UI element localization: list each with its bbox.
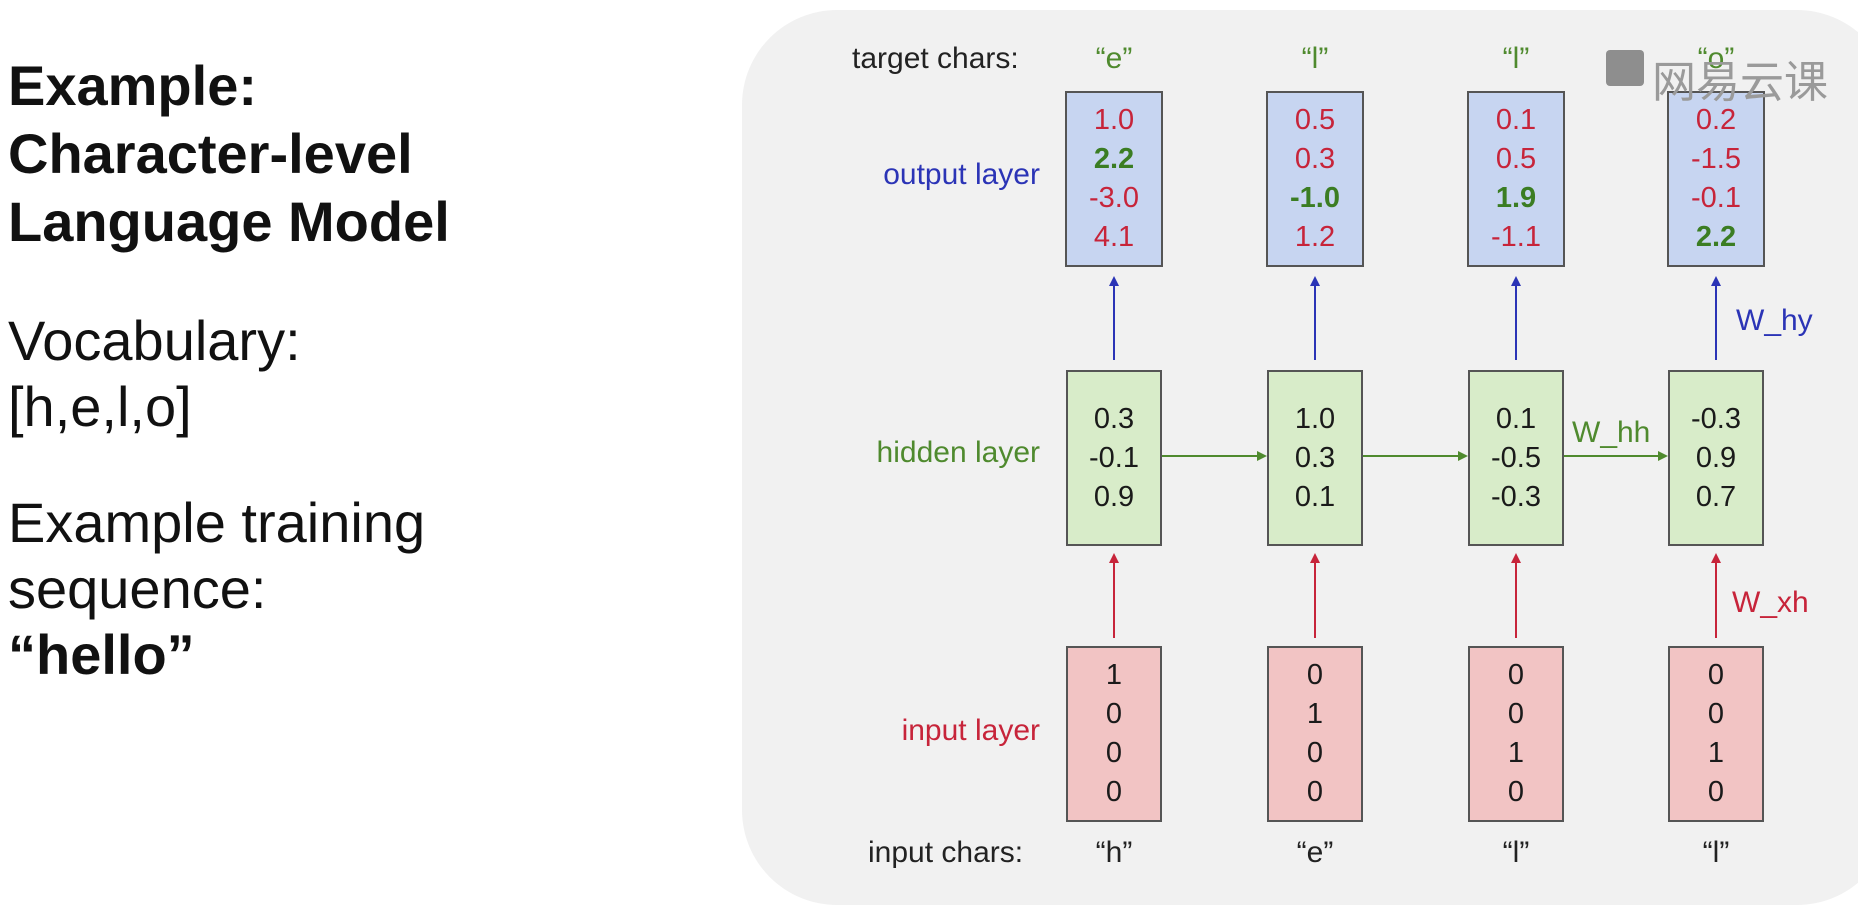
input-value: 0 [1306, 776, 1324, 808]
output-box: 0.5 0.3 -1.0 1.2 [1266, 91, 1364, 267]
input-value: 0 [1707, 659, 1725, 691]
input-char: “l” [1502, 836, 1530, 869]
vocabulary: Vocabulary: [h,e,l,o] [8, 308, 628, 440]
hidden-value: 1.0 [1294, 402, 1336, 435]
target-chars-label: target chars: [852, 42, 1019, 75]
input-char: “h” [1095, 836, 1133, 869]
hidden-value: 0.3 [1294, 441, 1336, 474]
title-line-3: Language Model [8, 190, 450, 253]
output-value: -1.0 [1290, 182, 1340, 214]
hidden-value: 0.9 [1695, 441, 1737, 474]
watermark-logo-icon [1606, 50, 1644, 86]
output-value: 1.9 [1495, 182, 1537, 214]
watermark-text: 网易云课 [1652, 58, 1828, 107]
output-box: 0.2 -1.5 -0.1 2.2 [1667, 91, 1765, 267]
hidden-box: 1.0 0.3 0.1 [1267, 370, 1363, 546]
training-label-2: sequence: [8, 557, 267, 620]
input-box: 1 0 0 0 [1066, 646, 1162, 822]
hidden-value: -0.1 [1089, 441, 1139, 474]
vocabulary-list: [h,e,l,o] [8, 375, 192, 438]
training-sequence: Example training sequence: “hello” [8, 490, 628, 688]
input-value: 0 [1306, 737, 1324, 769]
input-value: 0 [1507, 776, 1525, 808]
target-char: “o” [1697, 42, 1735, 75]
input-value: 0 [1507, 659, 1525, 691]
input-value: 1 [1507, 737, 1525, 769]
input-box: 0 1 0 0 [1267, 646, 1363, 822]
w-hh-label: W_hh [1572, 416, 1651, 449]
output-value: 0.3 [1294, 143, 1336, 175]
slide-text: Example: Character-level Language Model … [8, 52, 628, 688]
hidden-value: 0.9 [1093, 480, 1135, 513]
output-box: 1.0 2.2 -3.0 4.1 [1065, 91, 1163, 267]
input-value: 0 [1707, 776, 1725, 808]
hidden-value: -0.5 [1491, 441, 1541, 474]
output-value: -1.5 [1691, 143, 1741, 175]
output-value: -3.0 [1089, 182, 1139, 214]
input-value: 1 [1306, 698, 1324, 730]
hidden-value: 0.7 [1695, 480, 1737, 513]
hidden-box: -0.3 0.9 0.7 [1668, 370, 1764, 546]
input-value: 0 [1105, 737, 1123, 769]
input-value: 0 [1707, 698, 1725, 730]
input-value: 0 [1105, 776, 1123, 808]
output-value: 4.1 [1093, 221, 1135, 253]
output-value: 0.1 [1495, 104, 1537, 136]
hidden-value: -0.3 [1691, 402, 1741, 435]
hidden-value: 0.3 [1093, 402, 1135, 435]
input-layer-label: input layer [901, 714, 1040, 747]
target-char: “e” [1095, 42, 1133, 75]
hidden-value: -0.3 [1491, 480, 1541, 513]
output-value: 1.0 [1093, 104, 1135, 136]
input-value: 1 [1707, 737, 1725, 769]
output-value: 0.2 [1695, 104, 1737, 136]
training-label-1: Example training [8, 491, 426, 554]
hidden-layer-label: hidden layer [876, 436, 1040, 469]
output-value: -0.1 [1691, 182, 1741, 214]
input-value: 0 [1105, 698, 1123, 730]
title-line-2: Character-level [8, 122, 413, 185]
output-layer-label: output layer [883, 158, 1040, 191]
output-value: 0.5 [1294, 104, 1336, 136]
hidden-value: 0.1 [1294, 480, 1336, 513]
input-value: 0 [1306, 659, 1324, 691]
output-value: -1.1 [1491, 221, 1541, 253]
output-value: 2.2 [1093, 143, 1135, 175]
input-box: 0 0 1 0 [1668, 646, 1764, 822]
input-char: “e” [1296, 836, 1334, 869]
output-value: 1.2 [1294, 221, 1336, 253]
slide-title: Example: Character-level Language Model [8, 52, 628, 256]
title-line-1: Example: [8, 54, 257, 117]
input-chars-label: input chars: [868, 836, 1024, 869]
output-value: 0.5 [1495, 143, 1537, 175]
hidden-box: 0.3 -0.1 0.9 [1066, 370, 1162, 546]
training-word: “hello” [8, 623, 195, 686]
input-value: 0 [1507, 698, 1525, 730]
target-char: “l” [1301, 42, 1329, 75]
target-char: “l” [1502, 42, 1530, 75]
vocabulary-label: Vocabulary: [8, 309, 301, 372]
hidden-value: 0.1 [1495, 402, 1537, 435]
input-box: 0 0 1 0 [1468, 646, 1564, 822]
input-char: “l” [1702, 836, 1730, 869]
output-box: 0.1 0.5 1.9 -1.1 [1467, 91, 1565, 267]
hidden-box: 0.1 -0.5 -0.3 [1468, 370, 1564, 546]
w-xh-label: W_xh [1732, 586, 1809, 619]
w-hy-label: W_hy [1736, 304, 1813, 337]
input-value: 1 [1105, 659, 1123, 691]
output-value: 2.2 [1695, 221, 1737, 253]
